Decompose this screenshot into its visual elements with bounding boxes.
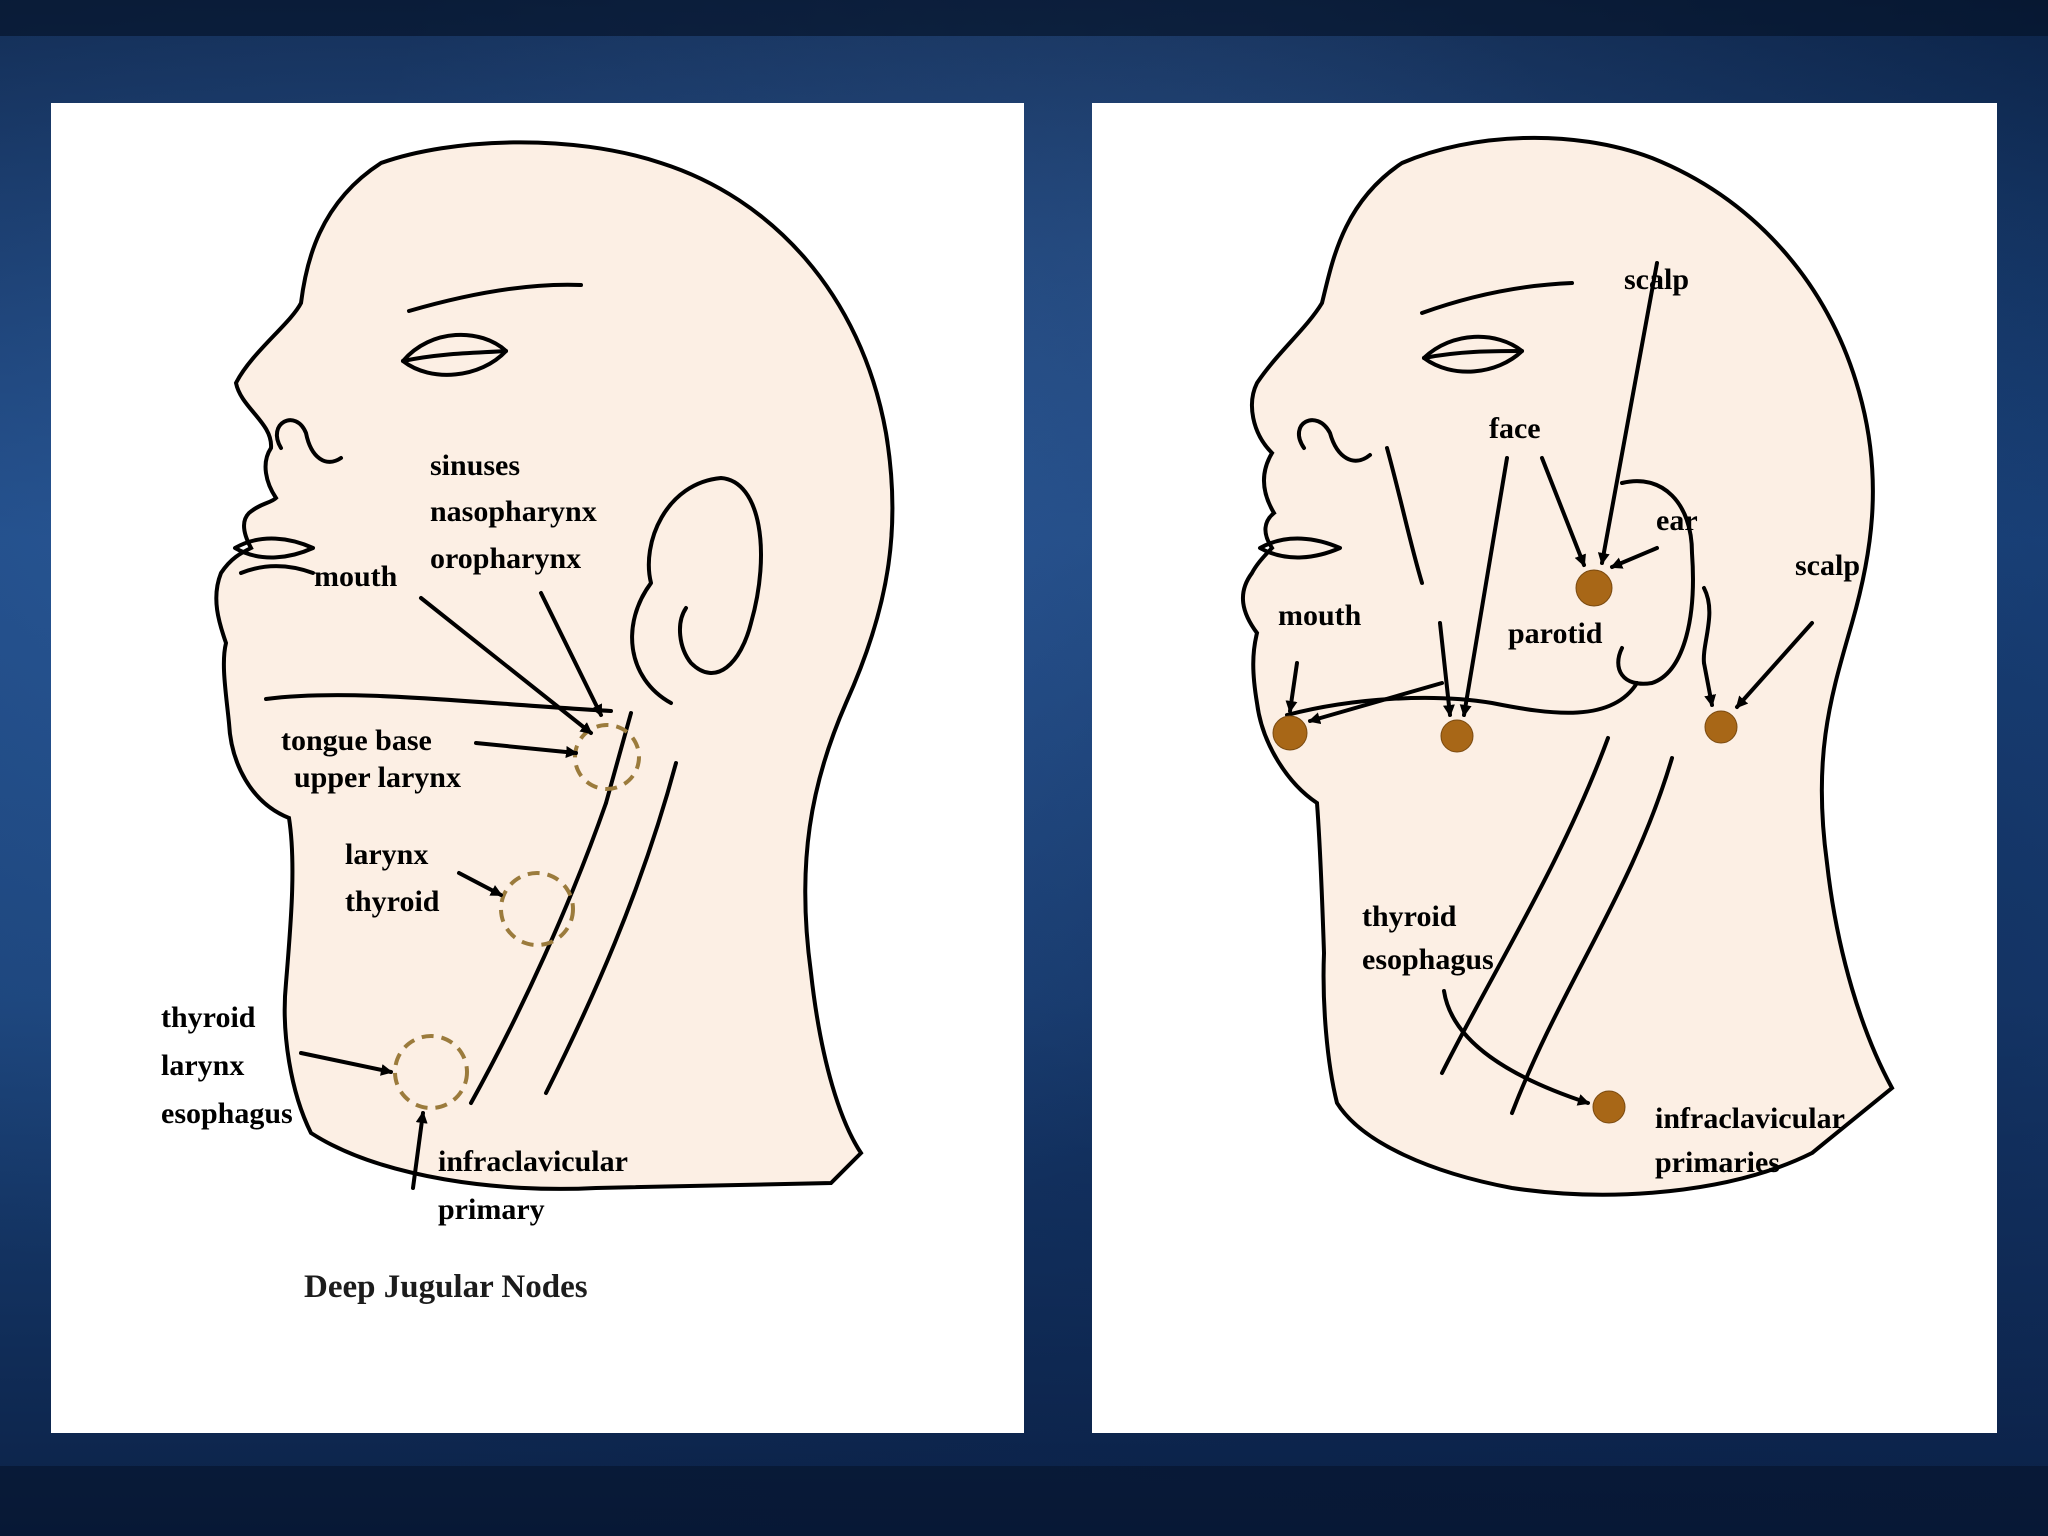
bottom-band bbox=[0, 1466, 2048, 1536]
label-mouth-right: mouth bbox=[1278, 599, 1362, 632]
label-upper-larynx: upper larynx bbox=[294, 761, 461, 794]
label-face: face bbox=[1489, 412, 1541, 445]
label-scalp-top: scalp bbox=[1624, 263, 1689, 296]
label-scalp-right: scalp bbox=[1795, 549, 1860, 582]
label-thyroid-lower: thyroid bbox=[161, 1001, 256, 1034]
label-esophagus-right: esophagus bbox=[1362, 943, 1494, 976]
label-ear: ear bbox=[1656, 504, 1698, 537]
node-occipital bbox=[1705, 711, 1737, 743]
label-mouth: mouth bbox=[314, 560, 398, 593]
node-parotid bbox=[1576, 570, 1612, 606]
label-sinuses: sinuses bbox=[430, 449, 520, 482]
label-parotid: parotid bbox=[1508, 617, 1603, 650]
right-diagram-panel: scalp face ear scalp mouth parotid thyro… bbox=[1092, 103, 1997, 1433]
top-band bbox=[0, 0, 2048, 36]
node-infraclavicular bbox=[1593, 1091, 1625, 1123]
caption-deep-jugular-nodes: Deep Jugular Nodes bbox=[304, 1269, 588, 1305]
label-larynx-lower: larynx bbox=[161, 1049, 244, 1082]
label-thyroid: thyroid bbox=[345, 885, 440, 918]
label-primary: primary bbox=[438, 1193, 545, 1226]
left-diagram-panel: sinuses nasopharynx oropharynx mouth ton… bbox=[51, 103, 1024, 1433]
label-infraclavicular: infraclavicular bbox=[438, 1145, 628, 1178]
label-oropharynx: oropharynx bbox=[430, 542, 581, 575]
label-esophagus: esophagus bbox=[161, 1097, 293, 1130]
right-head-diagram: scalp face ear scalp mouth parotid thyro… bbox=[1092, 103, 1997, 1433]
node-submental bbox=[1273, 716, 1307, 750]
head-outline-right bbox=[1243, 138, 1892, 1195]
label-primaries: primaries bbox=[1655, 1146, 1780, 1179]
label-infraclavicular-right: infraclavicular bbox=[1655, 1102, 1845, 1135]
label-thyroid-right: thyroid bbox=[1362, 900, 1457, 933]
node-submandibular bbox=[1441, 720, 1473, 752]
head-outline-left bbox=[216, 142, 892, 1189]
label-nasopharynx: nasopharynx bbox=[430, 495, 597, 528]
label-larynx: larynx bbox=[345, 838, 428, 871]
label-tongue-base: tongue base bbox=[281, 724, 432, 757]
left-head-diagram: sinuses nasopharynx oropharynx mouth ton… bbox=[51, 103, 1024, 1433]
